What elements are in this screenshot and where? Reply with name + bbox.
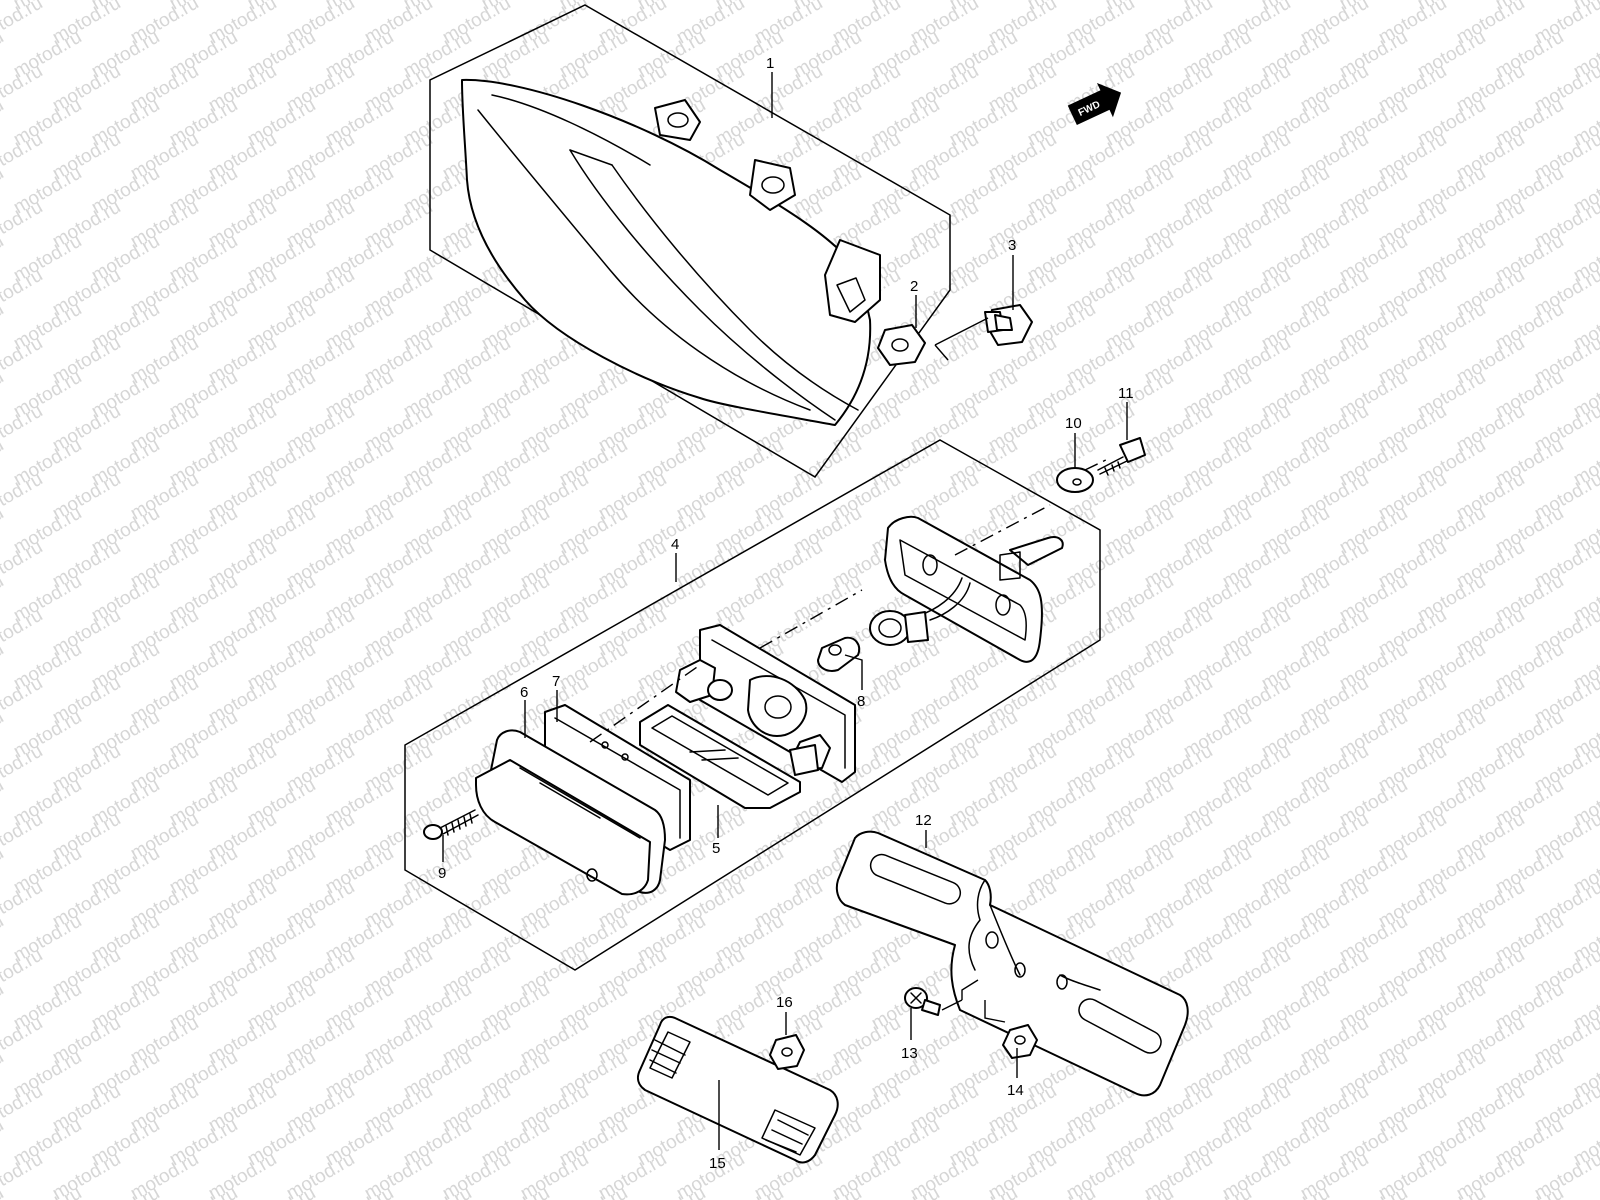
screw-13 bbox=[904, 979, 979, 1016]
watermark-text: motod.ru bbox=[478, 1183, 553, 1200]
callout-10: 10 bbox=[1065, 415, 1082, 432]
washer-10 bbox=[1056, 467, 1094, 493]
license-bracket-12 bbox=[835, 830, 1189, 1097]
fwd-arrow-icon: FWD bbox=[1067, 82, 1122, 126]
callout-3: 3 bbox=[1008, 237, 1016, 254]
callout-8: 8 bbox=[857, 693, 865, 710]
watermark-text: motod.ru bbox=[0, 1013, 46, 1069]
watermark-text: motod.ru bbox=[1336, 1183, 1411, 1200]
watermark-text: motod.ru bbox=[244, 1183, 319, 1200]
watermark-text: motod.ru bbox=[0, 333, 46, 389]
callout-16: 16 bbox=[776, 994, 793, 1011]
watermark-text: motod.ru bbox=[166, 1183, 241, 1200]
watermark-text: motod.ru bbox=[0, 877, 46, 933]
watermark-text: motod.ru bbox=[0, 809, 46, 865]
watermark-text: motod.ru bbox=[0, 197, 46, 253]
callout-labels: 1 2 3 4 5 6 7 8 9 10 11 12 13 14 15 16 bbox=[438, 55, 1134, 1172]
callout-9: 9 bbox=[438, 865, 446, 882]
watermark-text: motod.ru bbox=[322, 1183, 397, 1200]
callout-7: 7 bbox=[552, 673, 560, 690]
callout-5: 5 bbox=[712, 840, 720, 857]
watermark-text: motod.ru bbox=[1024, 1183, 1099, 1200]
screw-11 bbox=[1097, 437, 1146, 476]
watermark-text: motod.ru bbox=[712, 1183, 787, 1200]
watermark-text: motod.ru bbox=[0, 265, 46, 321]
callout-6: 6 bbox=[520, 684, 528, 701]
watermark-text: motod.ru bbox=[0, 61, 46, 117]
watermark-text: motod.ru bbox=[634, 1183, 709, 1200]
watermark-text: motod.ru bbox=[1180, 1183, 1255, 1200]
callout-14: 14 bbox=[1007, 1082, 1024, 1099]
watermark-text: motod.ru bbox=[0, 741, 46, 797]
bulb-socket bbox=[869, 577, 971, 646]
lens-cover-6 bbox=[475, 729, 666, 896]
nut-2 bbox=[877, 324, 926, 366]
watermark-text: motod.ru bbox=[946, 1183, 1021, 1200]
watermark-text: motod.ru bbox=[1492, 1183, 1567, 1200]
reflector-15 bbox=[636, 1015, 839, 1164]
watermark-text: motod.ru bbox=[88, 1183, 163, 1200]
callout-4: 4 bbox=[671, 536, 679, 553]
watermark-text: motod.ru bbox=[0, 605, 46, 661]
lamp-housing-body bbox=[675, 624, 856, 783]
watermark-text: motod.ru bbox=[1102, 1183, 1177, 1200]
tail-lamp-housing bbox=[461, 78, 881, 426]
callout-11: 11 bbox=[1118, 385, 1134, 402]
nut-16 bbox=[769, 1034, 805, 1070]
callout-12: 12 bbox=[915, 812, 932, 829]
watermark-text: motod.ru bbox=[0, 673, 46, 729]
tail-lamp-group-frame bbox=[429, 4, 951, 478]
bolt-3 bbox=[984, 304, 1033, 346]
watermark-text: motod.ru bbox=[556, 1183, 631, 1200]
bulb-8 bbox=[817, 636, 861, 672]
license-lamp-group-frame bbox=[404, 439, 1101, 971]
screw-9 bbox=[423, 809, 479, 840]
watermark-text: motod.ru bbox=[10, 1183, 85, 1200]
callout-15: 15 bbox=[709, 1155, 726, 1172]
watermark-text: motod.ru bbox=[1414, 1183, 1489, 1200]
watermark-text: motod.ru bbox=[790, 1183, 865, 1200]
callout-2: 2 bbox=[910, 278, 918, 295]
callout-leaders bbox=[442, 72, 1128, 1150]
watermark-text: motod.ru bbox=[400, 1183, 475, 1200]
watermark-text: motod.ru bbox=[0, 469, 46, 525]
lamp-base-gasket bbox=[884, 515, 1064, 663]
callout-13: 13 bbox=[901, 1045, 918, 1062]
watermark-text: motod.ru bbox=[868, 1183, 943, 1200]
watermark-text: motod.ru bbox=[0, 401, 46, 457]
license-lamp-group bbox=[404, 437, 1146, 971]
watermark-text: motod.ru bbox=[0, 1081, 46, 1137]
lens-5 bbox=[639, 704, 801, 809]
callout-1: 1 bbox=[766, 55, 774, 72]
watermark-text: motod.ru bbox=[0, 537, 46, 593]
watermark-text: motod.ru bbox=[0, 129, 46, 185]
watermark-text: motod.ru bbox=[0, 0, 46, 48]
tail-lamp-group bbox=[429, 4, 1033, 478]
nut-14 bbox=[984, 1000, 1038, 1059]
watermark-text: motod.ru bbox=[0, 945, 46, 1001]
watermark-text: motod.ru bbox=[1258, 1183, 1333, 1200]
watermark-text: motod.ru bbox=[0, 1149, 46, 1200]
